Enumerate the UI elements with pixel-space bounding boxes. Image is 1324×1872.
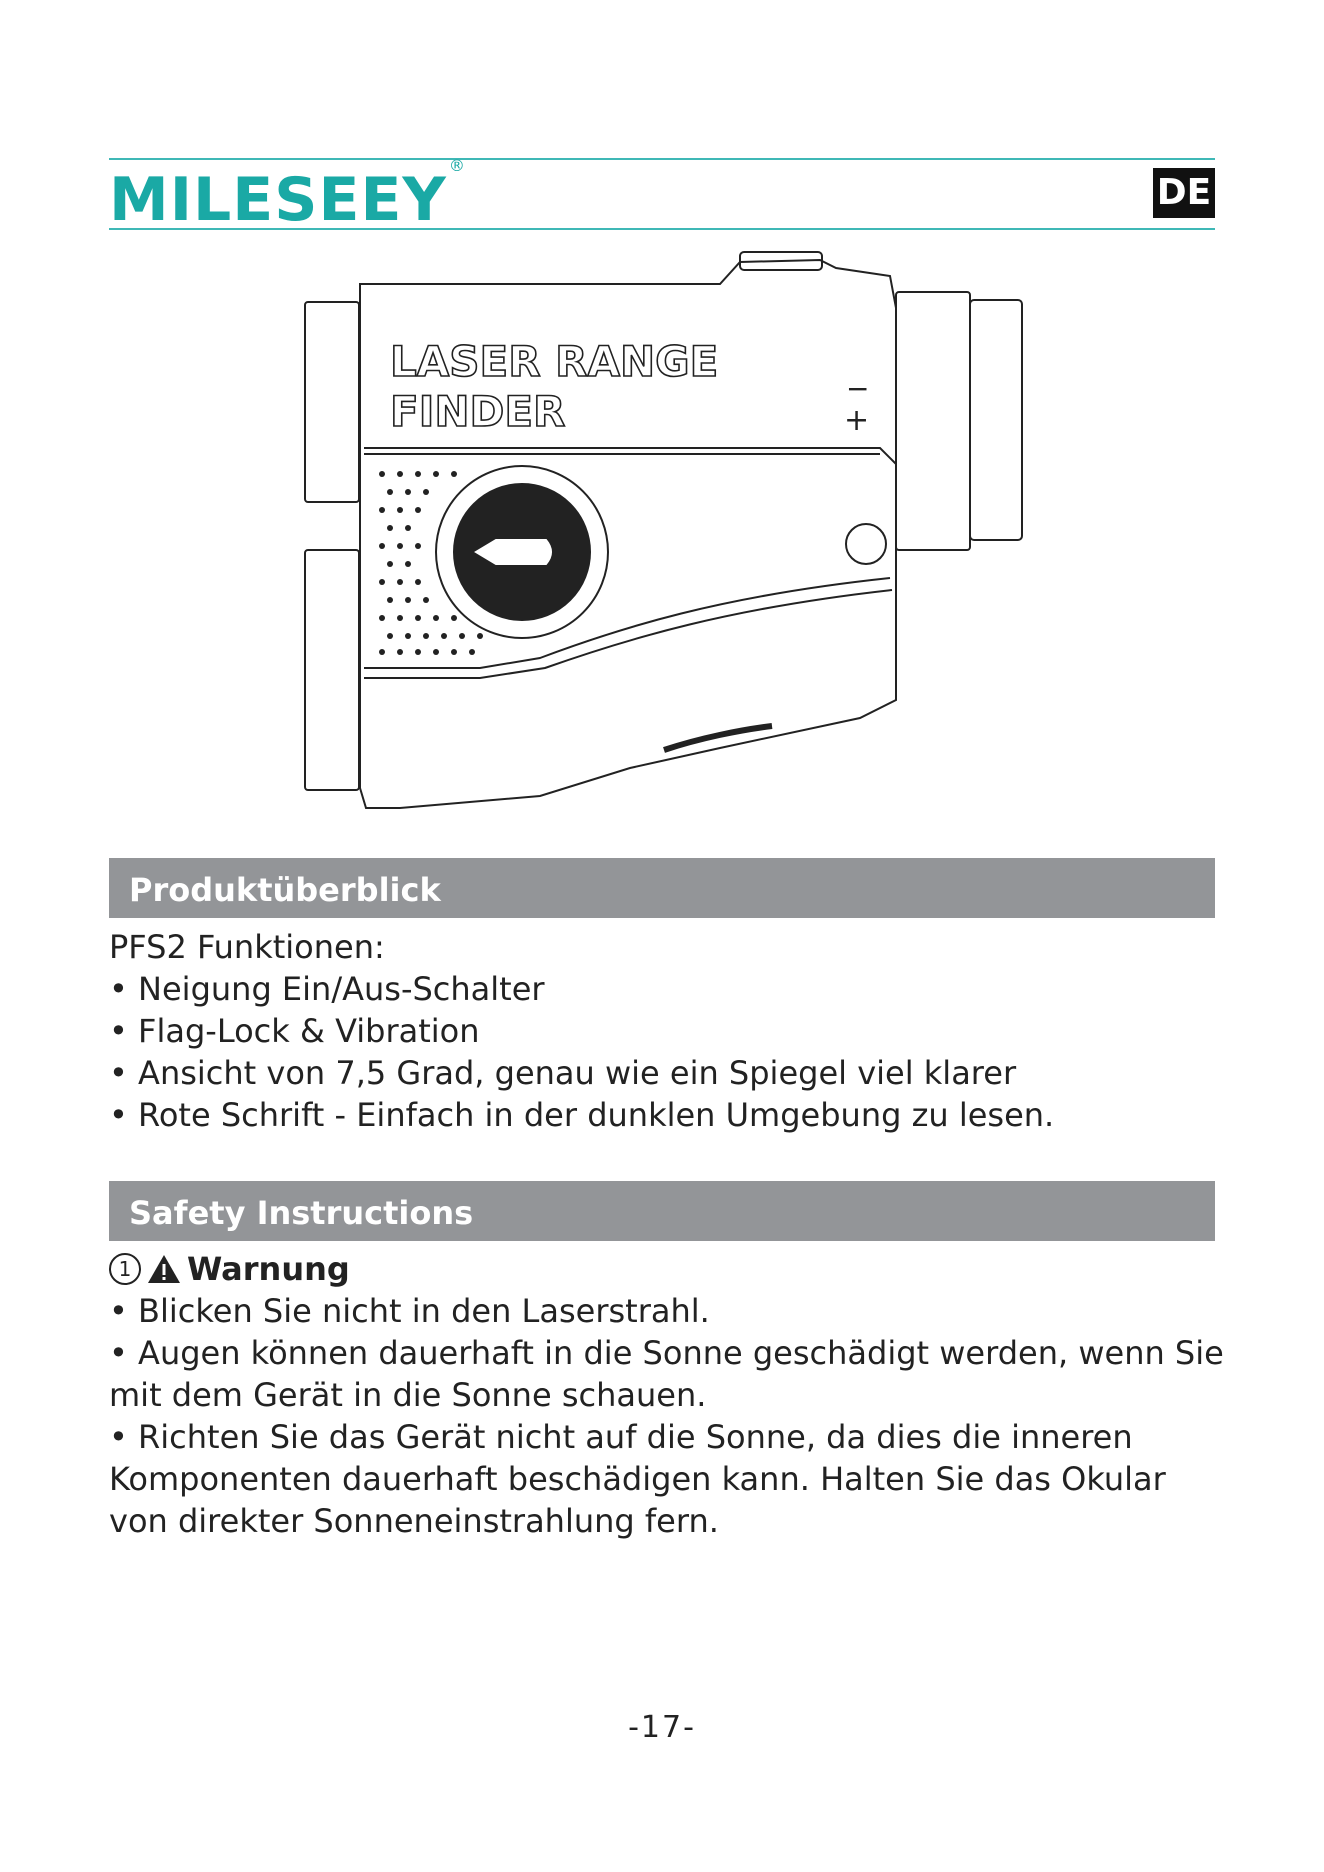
list-item: • Flag-Lock & Vibration xyxy=(109,1012,480,1050)
safety-section-title: Safety Instructions xyxy=(109,1181,1215,1241)
list-item: • Ansicht von 7,5 Grad, genau wie ein Sp… xyxy=(109,1054,1017,1092)
page-header: MILESEEY® DE xyxy=(109,156,1215,235)
list-item: • Richten Sie das Gerät nicht auf die So… xyxy=(109,1418,1166,1540)
safety-content: 1 Warnung • Blicken Sie nicht in den Las… xyxy=(109,1248,1229,1542)
page-number: -17- xyxy=(628,1710,696,1745)
warning-heading: 1 Warnung xyxy=(109,1248,1229,1290)
list-item: • Neigung Ein/Aus-Schalter xyxy=(109,970,545,1008)
list-item: • Blicken Sie nicht in den Laserstrahl. xyxy=(109,1292,710,1330)
minus-button-symbol: − xyxy=(846,372,869,405)
overview-content: PFS2 Funktionen: • Neigung Ein/Aus-Schal… xyxy=(109,926,1229,1136)
overview-intro: PFS2 Funktionen: xyxy=(109,928,385,966)
warning-number: 1 xyxy=(109,1253,141,1285)
list-item: • Rote Schrift - Einfach in der dunklen … xyxy=(109,1096,1055,1134)
warning-triangle-icon xyxy=(148,1255,180,1283)
language-badge: DE xyxy=(1153,168,1215,218)
device-label-line1: LASER RANGE xyxy=(390,337,718,386)
laser-range-finder-illustration: LASER RANGE FINDER − + xyxy=(304,251,1023,809)
overview-section-title: Produktüberblick xyxy=(109,858,1215,918)
brand-logo: MILESEEY® xyxy=(109,156,466,235)
list-item: • Augen können dauerhaft in die Sonne ge… xyxy=(109,1334,1224,1414)
warning-label: Warnung xyxy=(187,1250,350,1288)
device-label-line2: FINDER xyxy=(390,387,565,436)
plus-button-symbol: + xyxy=(844,403,869,438)
